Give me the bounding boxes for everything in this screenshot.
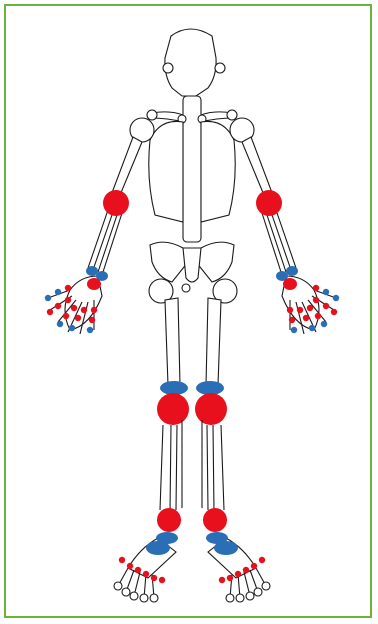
left-ankle-marker xyxy=(157,508,181,532)
skull xyxy=(163,29,225,96)
left-wrist-red xyxy=(87,278,101,290)
femurs xyxy=(165,298,221,385)
right-elbow-marker xyxy=(256,190,282,216)
lower-legs xyxy=(160,420,224,512)
right-knee-marker xyxy=(195,393,227,425)
right-knee-blue xyxy=(196,381,224,395)
right-wrist-red xyxy=(283,278,297,290)
right-foot xyxy=(206,532,270,602)
left-foot xyxy=(114,532,178,602)
left-knee-marker xyxy=(157,393,189,425)
left-elbow-marker xyxy=(103,190,129,216)
right-ankle-marker xyxy=(203,508,227,532)
left-knee-blue xyxy=(160,381,188,395)
left-hand xyxy=(45,266,108,334)
left-wrist-blue-1 xyxy=(86,266,98,276)
right-wrist-blue-1 xyxy=(286,266,298,276)
right-hand xyxy=(276,266,339,334)
